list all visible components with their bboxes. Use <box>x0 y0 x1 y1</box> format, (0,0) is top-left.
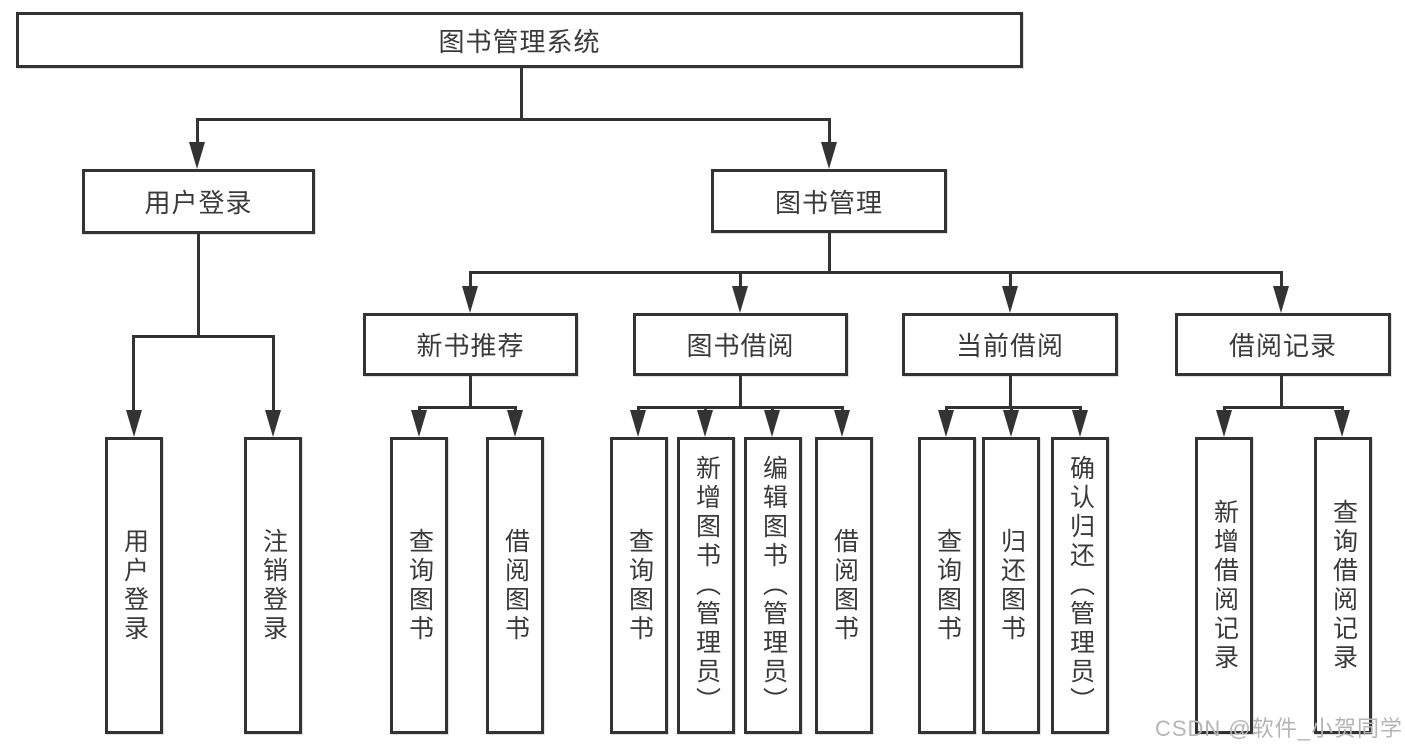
connector-line <box>132 335 135 413</box>
arrow-down-icon <box>126 410 142 437</box>
leaf-borrow-books: 借阅图书 <box>815 437 873 734</box>
arrow-down-icon <box>462 286 478 313</box>
arrow-down-icon <box>507 410 523 437</box>
node-user-login: 用户登录 <box>82 169 315 234</box>
node-label: 当前借阅 <box>955 331 1064 361</box>
node-label: 查询图书 <box>405 527 434 644</box>
arrow-down-icon <box>1002 286 1018 313</box>
arrow-down-icon <box>189 142 205 169</box>
node-label: 借阅记录 <box>1228 331 1337 361</box>
node-book-management: 图书管理 <box>711 169 947 233</box>
node-label: 新增借阅记录 <box>1210 498 1239 673</box>
node-label: 确认归还（管理员） <box>1066 455 1095 716</box>
node-label: 图书管理系统 <box>438 26 601 57</box>
connector-line <box>469 376 472 406</box>
connector-line <box>739 271 742 291</box>
leaf-user-login: 用户登录 <box>105 437 163 734</box>
node-label: 图书借阅 <box>686 331 795 361</box>
node-label: 用户登录 <box>144 188 253 218</box>
arrow-down-icon <box>764 410 780 437</box>
leaf-edit-book-admin: 编辑图书（管理员） <box>744 437 802 734</box>
arrow-down-icon <box>1334 410 1350 437</box>
node-label: 归还图书 <box>997 527 1026 644</box>
connector-line <box>828 233 831 271</box>
node-label: 借阅图书 <box>501 527 530 644</box>
leaf-add-borrow-record: 新增借阅记录 <box>1195 437 1253 734</box>
leaf-add-book-admin: 新增图书（管理员） <box>677 437 735 734</box>
node-label: 查询图书 <box>933 527 962 644</box>
connector-line <box>1280 376 1283 406</box>
arrow-down-icon <box>732 286 748 313</box>
arrow-down-icon <box>630 410 646 437</box>
connector-line <box>272 335 275 413</box>
connector-line <box>1009 376 1012 406</box>
csdn-watermark: CSDN @软件_小贺同学 <box>1154 716 1403 741</box>
connector-line <box>196 118 831 121</box>
leaf-query-books-current: 查询图书 <box>918 437 976 734</box>
arrow-down-icon <box>411 410 427 437</box>
connector-line <box>469 271 472 291</box>
node-label: 新增图书（管理员） <box>692 455 721 716</box>
arrow-down-icon <box>697 410 713 437</box>
node-book-borrowing: 图书借阅 <box>633 313 848 376</box>
arrow-down-icon <box>1072 410 1088 437</box>
connector-line <box>828 118 831 146</box>
arrow-down-icon <box>821 142 837 169</box>
node-current-borrowing: 当前借阅 <box>902 313 1118 376</box>
node-label: 新书推荐 <box>416 331 525 361</box>
arrow-down-icon <box>1216 410 1232 437</box>
node-label: 用户登录 <box>120 527 149 644</box>
connector-line <box>1223 406 1344 409</box>
arrow-down-icon <box>1273 286 1289 313</box>
arrow-down-icon <box>834 410 850 437</box>
arrow-down-icon <box>265 410 281 437</box>
node-label: 注销登录 <box>259 527 288 644</box>
node-library-management-system: 图书管理系统 <box>16 12 1023 68</box>
leaf-confirm-return-admin: 确认归还（管理员） <box>1051 437 1109 734</box>
node-label: 查询借阅记录 <box>1329 498 1358 673</box>
connector-line <box>520 68 523 118</box>
leaf-query-books-borrow: 查询图书 <box>610 437 668 734</box>
connector-line <box>739 376 742 406</box>
connector-line <box>418 406 517 409</box>
node-label: 查询图书 <box>625 527 654 644</box>
node-borrowing-records: 借阅记录 <box>1175 313 1391 376</box>
node-label: 编辑图书（管理员） <box>759 455 788 716</box>
leaf-borrow-books-recommend: 借阅图书 <box>486 437 544 734</box>
connector-line <box>945 406 1082 409</box>
leaf-query-borrow-record: 查询借阅记录 <box>1314 437 1372 734</box>
node-label: 图书管理 <box>774 187 883 218</box>
leaf-return-books: 归还图书 <box>982 437 1040 734</box>
leaf-query-books-recommend: 查询图书 <box>390 437 448 734</box>
arrow-down-icon <box>1003 410 1019 437</box>
connector-line <box>197 234 200 335</box>
arrow-down-icon <box>938 410 954 437</box>
node-new-book-recommendation: 新书推荐 <box>363 313 578 376</box>
connector-line <box>1280 271 1283 291</box>
connector-line <box>1009 271 1012 291</box>
connector-line <box>196 118 199 146</box>
leaf-logout: 注销登录 <box>244 437 302 734</box>
connector-line <box>469 271 1283 274</box>
node-label: 借阅图书 <box>830 527 859 644</box>
connector-line <box>637 406 844 409</box>
connector-line <box>133 335 275 338</box>
